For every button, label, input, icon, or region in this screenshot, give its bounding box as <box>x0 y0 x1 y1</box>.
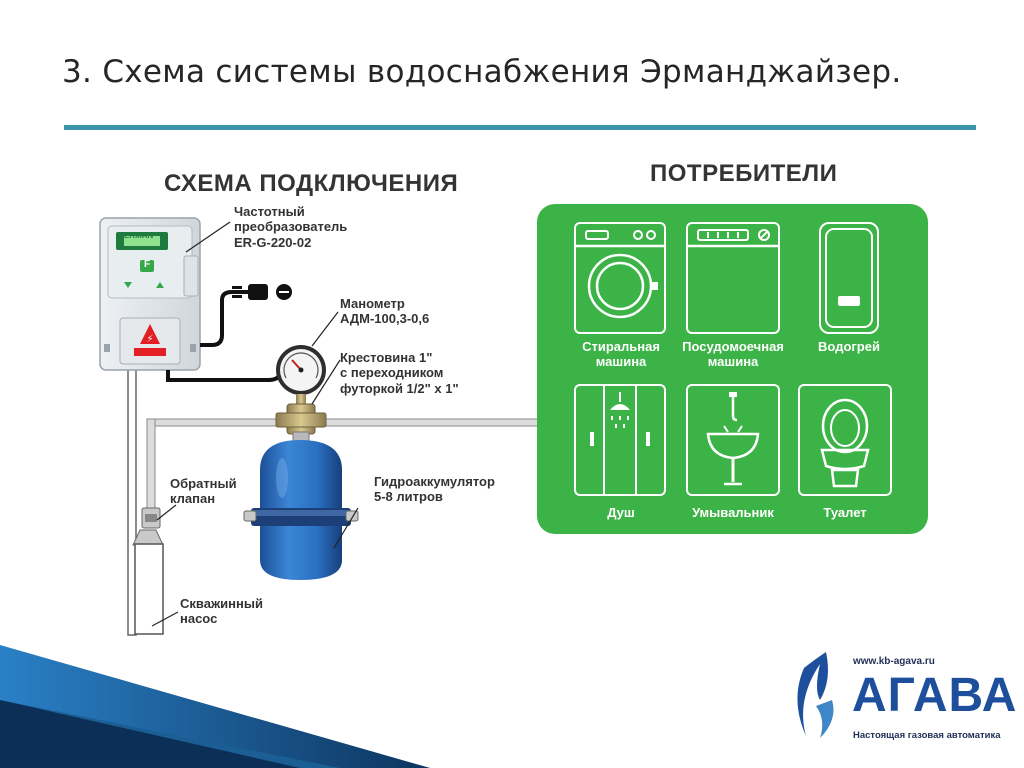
water-heater-label: Водогрей <box>818 339 880 354</box>
converter-label-line-1: Частотный <box>234 204 305 219</box>
consumers-heading: ПОТРЕБИТЕЛИ <box>650 160 838 187</box>
washbasin-label: Умывальник <box>692 505 774 520</box>
washing-machine-label-line-2: машина <box>595 353 647 369</box>
washbasin-card <box>686 384 780 496</box>
converter-label-line-3: ER-G-220-02 <box>234 234 312 250</box>
pump-label: Скважинный насос <box>180 596 263 627</box>
toilet-icon <box>820 398 870 488</box>
shower-icon <box>590 386 650 494</box>
toilet-card <box>798 384 892 496</box>
washing-machine-label-line-1: Стиральная <box>582 339 660 354</box>
consumers-panel: Стиральная машина Посудомоечная машина В… <box>537 204 928 534</box>
washbasin-icon <box>706 392 760 486</box>
converter-f-button: F <box>144 259 151 270</box>
cross-label-line-1: Крестовина 1" <box>340 350 433 365</box>
leader-lines <box>151 221 359 627</box>
toilet-label: Туалет <box>823 505 867 520</box>
water-heater-icon <box>825 228 873 328</box>
check-valve-label: Обратный клапан <box>170 476 237 507</box>
cross-label-line-2: с переходником <box>340 365 444 381</box>
hydroaccumulator-tank <box>243 431 359 580</box>
power-cable <box>200 284 292 347</box>
bottom-decoration <box>0 645 430 768</box>
converter-brand: ERMAN <box>124 231 154 240</box>
water-heater-card <box>819 222 879 334</box>
dishwasher-label: Посудомоечная машина <box>673 339 793 370</box>
washing-machine-label: Стиральная машина <box>561 339 681 370</box>
dishwasher-icon <box>688 229 778 248</box>
tank-label: Гидроаккумулятор 5-8 литров <box>374 474 495 505</box>
cross-fitting-label: Крестовина 1" с переходником футоркой 1/… <box>340 350 459 396</box>
valve-label-line-1: Обратный <box>170 476 237 491</box>
washing-machine-card <box>574 222 666 334</box>
logo-name: АГАВА <box>852 669 1018 722</box>
shower-label: Душ <box>607 505 635 520</box>
tank-label-line-2: 5-8 литров <box>374 489 443 505</box>
manometer-label-line-1: Манометр <box>340 296 405 311</box>
title-underline <box>64 125 976 130</box>
slide-title: 3. Схема системы водоснабжения Эрманджай… <box>62 54 902 90</box>
manometer <box>276 345 326 406</box>
dishwasher-card <box>686 222 780 334</box>
valve-label-line-2: клапан <box>170 491 216 507</box>
agava-logo-icon <box>797 652 834 738</box>
converter-label: Частотный преобразователь ER-G-220-02 <box>234 204 347 250</box>
dishwasher-label-line-1: Посудомоечная <box>682 339 784 354</box>
scheme-heading: СХЕМА ПОДКЛЮЧЕНИЯ <box>164 170 459 197</box>
washing-machine-icon <box>576 230 664 319</box>
logo-url: www.kb-agava.ru <box>853 656 935 667</box>
logo-tagline: Настоящая газовая автоматика <box>853 730 1001 741</box>
borehole-pump <box>132 529 164 635</box>
frequency-converter: ⚡ <box>99 217 201 371</box>
pump-label-line-1: Скважинный <box>180 596 263 611</box>
tank-label-line-1: Гидроаккумулятор <box>374 474 495 489</box>
manometer-label-line-2: АДМ-100,3-0,6 <box>340 311 430 327</box>
converter-label-line-2: преобразователь <box>234 219 348 235</box>
manometer-label: Манометр АДМ-100,3-0,6 <box>340 296 429 327</box>
check-valve <box>141 507 161 529</box>
dishwasher-label-line-2: машина <box>707 353 759 369</box>
cross-label-line-3: футоркой 1/2" х 1" <box>340 380 459 396</box>
shower-card <box>574 384 666 496</box>
pump-label-line-2: насос <box>180 611 218 627</box>
cross-fitting <box>275 403 327 435</box>
svg-text:⚡: ⚡ <box>146 334 153 345</box>
